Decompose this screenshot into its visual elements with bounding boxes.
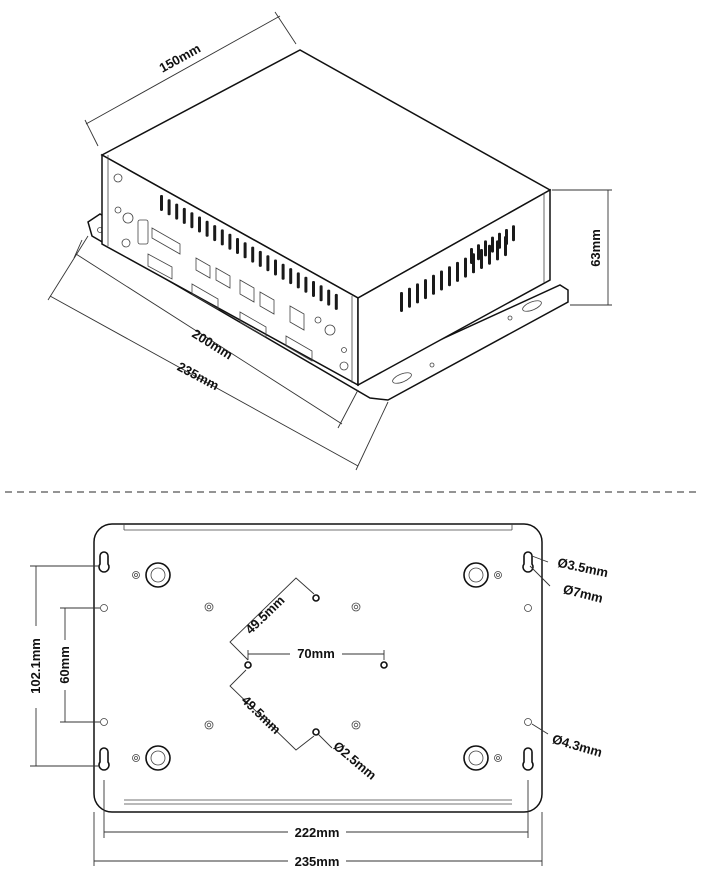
keyhole-top-right xyxy=(522,551,534,573)
keyhole-top-left xyxy=(98,551,110,573)
dim-width-inner-label: 222mm xyxy=(295,825,340,840)
dim-vertical-outer-label: 102.1mm xyxy=(28,638,43,694)
dim-vesa-horizontal: 70mm xyxy=(247,646,385,661)
dim-width-outer-label: 235mm xyxy=(295,854,340,869)
foot-bottom-right xyxy=(463,745,489,771)
vent-slot xyxy=(498,232,501,249)
vent-slot xyxy=(243,242,247,259)
dim-height-label: 63mm xyxy=(588,229,603,267)
isometric-view: 150mm 63mm 200mm 235mm xyxy=(47,11,612,471)
vent-slot xyxy=(416,283,419,304)
dim-plate-width-label: 235mm xyxy=(175,359,222,393)
dim-keyhole-large-label: Ø7mm xyxy=(562,581,605,605)
foot-bottom-left xyxy=(145,745,171,771)
vent-slot xyxy=(281,263,285,280)
vent-slot xyxy=(400,292,403,312)
vent-slot xyxy=(312,281,315,297)
screw-holes xyxy=(100,571,532,762)
vent-slot xyxy=(175,203,179,220)
bottom-view: 49.5mm 70mm 49.5mm Ø2.5mm Ø3.5mm Ø7mm xyxy=(28,523,610,869)
foot-top-left xyxy=(145,562,171,588)
vent-slot xyxy=(456,261,459,282)
vent-slot xyxy=(198,216,201,233)
vent-slot xyxy=(251,246,255,263)
dim-depth-label: 150mm xyxy=(157,41,203,76)
vent-slot xyxy=(477,244,480,261)
vent-slot xyxy=(484,240,487,257)
vent-slot xyxy=(424,279,427,300)
foot-top-right xyxy=(463,562,489,588)
vent-slot xyxy=(491,236,494,253)
vent-slot xyxy=(304,276,308,293)
dim-vertical-outer: 102.1mm xyxy=(28,565,100,767)
vent-slot xyxy=(464,257,467,278)
vent-slot xyxy=(274,259,277,276)
dim-vesa-horizontal-label: 70mm xyxy=(297,646,335,661)
vent-slot xyxy=(296,272,300,289)
vent-slot xyxy=(319,285,323,302)
vent-slot xyxy=(488,244,491,265)
dim-width-outer: 235mm xyxy=(93,812,543,869)
front-ports xyxy=(113,173,349,371)
vent-slot xyxy=(228,233,232,250)
box-side-face xyxy=(357,188,551,387)
vent-slot xyxy=(327,289,331,306)
vent-slot xyxy=(505,229,508,245)
vent-slot xyxy=(258,250,262,267)
vent-slot xyxy=(470,248,473,264)
vent-slot xyxy=(236,238,239,254)
vent-slot xyxy=(408,287,411,308)
flange-keyhole-front xyxy=(392,362,435,384)
vent-slot xyxy=(167,199,171,216)
dim-width-inner: 222mm xyxy=(103,780,529,840)
dim-keyhole-small-label: Ø3.5mm xyxy=(556,555,609,580)
front-vent-slots xyxy=(160,195,338,310)
dim-side-hole-label: Ø4.3mm xyxy=(551,731,604,760)
vent-slot xyxy=(190,212,194,229)
vent-slot xyxy=(440,270,443,291)
side-vent-slots xyxy=(400,225,515,312)
vent-slot xyxy=(289,268,293,285)
vent-slot xyxy=(213,225,217,242)
vesa-holes xyxy=(244,594,388,736)
dim-vertical-inner: 60mm xyxy=(57,607,100,723)
dim-vertical-inner-label: 60mm xyxy=(57,646,72,684)
vent-slot xyxy=(480,249,483,269)
vent-slot xyxy=(512,225,515,242)
vent-slot xyxy=(266,255,270,272)
dim-side-hole: Ø4.3mm xyxy=(531,723,604,760)
vent-slot xyxy=(334,293,338,310)
bottom-plate xyxy=(93,523,543,813)
vent-slot xyxy=(432,274,435,295)
vent-slot xyxy=(220,229,224,246)
dim-body-width-label: 200mm xyxy=(189,326,235,362)
flange-keyhole-right xyxy=(507,300,542,321)
keyhole-bottom-right xyxy=(522,747,534,771)
dim-height: 63mm xyxy=(552,189,612,306)
vent-slot xyxy=(160,195,163,211)
vent-slot xyxy=(182,207,186,224)
vent-slot xyxy=(205,220,209,237)
vent-slot xyxy=(448,266,451,287)
